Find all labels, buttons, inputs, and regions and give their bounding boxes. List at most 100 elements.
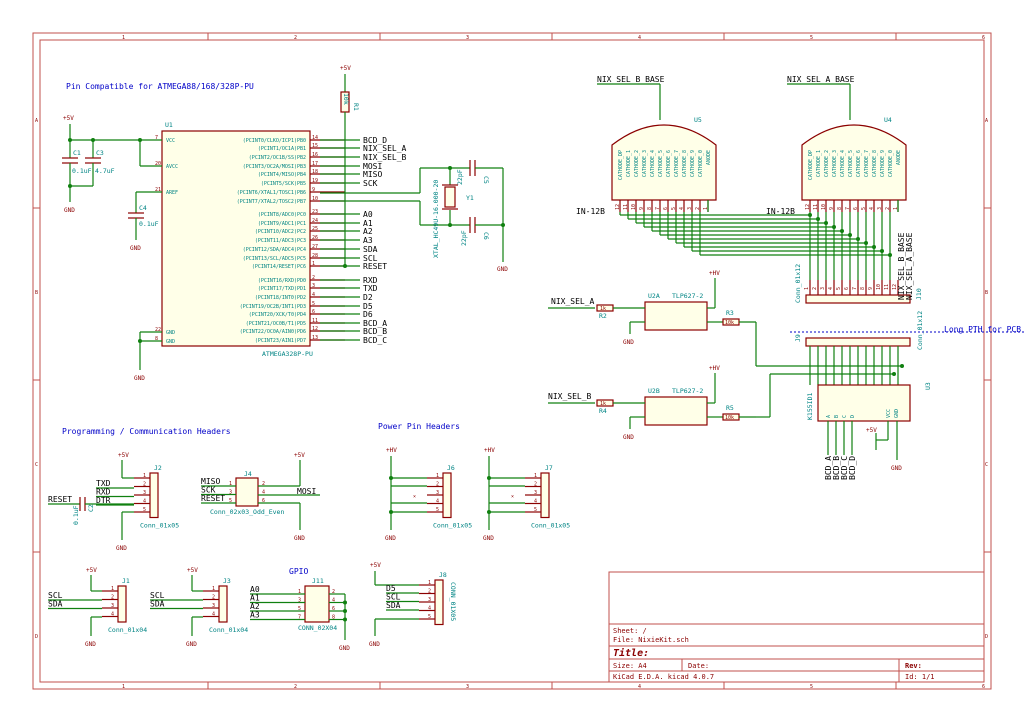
mcu-pin-name: (PCINT2/OC1B/SS)PB2	[249, 155, 306, 161]
mcu-pin-num: 18	[312, 169, 318, 175]
j8-gnd-label: GND	[369, 641, 380, 648]
net-label: NIX_SEL_A	[363, 144, 407, 153]
j4-left-net: SCK	[201, 486, 216, 495]
j10-net-a: NIX_SEL_A_BASE	[905, 232, 914, 300]
j11-net-label: A3	[250, 611, 260, 620]
net-label: D5	[363, 302, 373, 311]
opto-output-resistor-ref: R5	[726, 404, 734, 412]
j3-body	[218, 585, 228, 623]
nixie-pin-name: CATHODE_7	[864, 150, 870, 177]
j9-value: Conn_01x12	[916, 311, 924, 350]
u3-body	[817, 384, 911, 422]
gnd-label-4: GND	[497, 266, 508, 273]
nixie-pin-num: 1	[893, 207, 899, 210]
nixie-pin-num: 11	[813, 204, 819, 210]
j6-pin-num: 3	[436, 490, 439, 496]
opto-body	[644, 301, 708, 331]
net-label: BCD_C	[363, 336, 387, 345]
j2-pin-num: 1	[143, 473, 146, 479]
j6-pin-num: 1	[436, 473, 439, 479]
nixie-pin-num: 5	[671, 207, 677, 210]
nixie-pin-name: CATHODE_1	[626, 150, 632, 177]
j7-pin-num: 1	[534, 473, 537, 479]
j1-vcc-label: +5V	[86, 567, 97, 574]
net-label: D2	[363, 293, 373, 302]
mcu-pin-name: (PCINT1/OC1A)PB1	[258, 146, 306, 152]
j10-value: Conn_01x12	[794, 264, 802, 303]
u3-vcc-pin: VCC	[886, 409, 892, 418]
j11-pin-num: 3	[298, 598, 301, 604]
mcu-pin-name: (PCINT19/OC2B/INT1)PD3	[240, 304, 306, 310]
mcu-pin-num: 3	[312, 283, 315, 289]
nixie-pin-num: 6	[853, 207, 859, 210]
j10-net-b: NIX_SEL_B_BASE	[897, 232, 906, 300]
j2-pin-num: 2	[143, 482, 146, 488]
nixie-pin-num: 9	[829, 207, 835, 210]
mcu-pin-name: (PCINT17/TXD)PD1	[258, 286, 306, 292]
nixie-pin-name: CATHODE_2	[824, 150, 830, 177]
tb-id: Id: 1/1	[905, 673, 935, 681]
frame-col-label-bottom: 3	[466, 684, 469, 690]
opto-gnd-label: GND	[623, 339, 634, 346]
mcu-pin-num: 7	[155, 135, 158, 141]
j2-body	[149, 472, 159, 519]
j11-pin-num: 4	[332, 598, 335, 604]
j6-nc-mark: ×	[413, 494, 416, 500]
j10-pin-num: 7	[852, 287, 858, 290]
u3-gnd-label: GND	[891, 465, 902, 472]
reset-crystal-group: +5V R1 10k Y1 XTAL_HC49U-16.000-20 C5 22…	[320, 65, 508, 273]
j9-body	[805, 337, 911, 347]
note-pin-compat: Pin Compatible for ATMEGA88/168/328P-PU	[66, 82, 254, 91]
j2-net-label: RXD	[96, 488, 111, 497]
opto-output-resistor-value: 10k	[725, 320, 734, 326]
mcu-pin-num: 6	[312, 309, 315, 315]
mcu-pin-name: (PCINT5/SCK)PB5	[261, 181, 306, 187]
j1-value: Conn_01x04	[108, 626, 147, 634]
nixie-pin-name: CATHODE_DP	[808, 150, 814, 180]
mcu-pin-name: (PCINT6/XTAL1/TOSC1)PB6	[237, 190, 306, 196]
mcu-pin-name: (PCINT4/MISO)PB4	[258, 172, 306, 178]
opto-ref: U2A	[648, 292, 660, 300]
nixie-base-net: NIX_SEL_B_BASE	[597, 75, 665, 84]
j10-body	[805, 294, 911, 304]
mcu-pin-num: 19	[312, 178, 318, 184]
j6-hv-label: +HV	[386, 447, 397, 454]
opto-output-resistor-value: 10k	[725, 415, 734, 421]
mcu-pin-num: 22	[155, 327, 161, 333]
j8-net-label: SCL	[386, 593, 401, 602]
j10-pin-num: 1	[804, 287, 810, 290]
j6-value: Conn_01x05	[433, 522, 472, 530]
net-label: SDA	[363, 245, 378, 254]
j6-body	[442, 472, 452, 519]
j4-vcc-label: +5V	[294, 452, 305, 459]
j1-pin-num: 4	[111, 612, 114, 618]
nixie-value: IN-12B	[576, 207, 605, 216]
mcu-pin-name: (PCINT22/OC0A/AIN0)PD6	[240, 329, 306, 335]
nixie-pin-num: 1	[703, 207, 709, 210]
j11-pin-num: 8	[332, 615, 335, 621]
frame-row-label-right: C	[985, 462, 988, 468]
c5-value: 22pF	[456, 169, 464, 185]
c3-value: 4.7uF	[95, 167, 115, 175]
mcu-pin-name: (PCINT13/SCL/ADC5)PC5	[243, 256, 306, 262]
nixie-u4: U4IN-12BCATHODE_DP12CATHODE_111CATHODE_2…	[766, 75, 907, 216]
mcu-pin-num: 1	[312, 261, 315, 267]
j8-pin-num: 1	[428, 580, 431, 586]
tb-size: Size: A4	[613, 662, 647, 670]
nixie-pin-num: 4	[869, 207, 875, 210]
nixie-ref: U4	[884, 116, 892, 124]
j3-vcc-label: +5V	[187, 567, 198, 574]
frame-col-label-top: 6	[982, 35, 985, 41]
j3-net-label: SCL	[150, 591, 165, 600]
mcu-pin-num: 8	[155, 336, 158, 342]
j11-ref: J11	[312, 577, 324, 585]
gnd-label-3: GND	[134, 375, 145, 382]
mcu-pin-num: 23	[312, 209, 318, 215]
mcu-pin-num: 12	[312, 326, 318, 332]
c2-value: 0.1uF	[72, 505, 80, 525]
opto-input-net: NIX_SEL_A	[551, 297, 595, 306]
j6-pin-num: 4	[436, 499, 439, 505]
nixie-cathode-bus	[619, 212, 892, 280]
tb-title: Title:	[613, 647, 649, 659]
net-label: RESET	[363, 262, 387, 271]
